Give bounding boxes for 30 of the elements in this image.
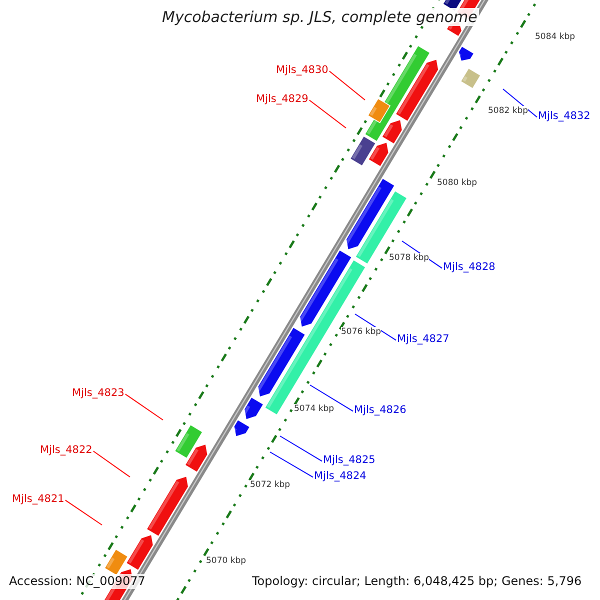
gene-label: Mjls_4825 [323,454,376,467]
scale-label: 5082 kbp [488,106,528,116]
gene-label: Mjls_4829 [256,93,308,106]
gene-label: Mjls_4827 [397,333,450,346]
gene-label: Mjls_4824 [314,470,366,483]
gene-label: Mjls_4821 [12,493,64,506]
leader-line [308,100,346,128]
leader-line [354,314,396,341]
gene-label: Mjls_4828 [443,261,496,274]
gene-label: Mjls_4823 [72,387,124,400]
scale-label: 5076 kbp [341,327,382,337]
gene-label: Mjls_4822 [40,444,92,457]
leader-line [502,88,538,118]
scale-label: 5078 kbp [389,253,430,263]
gene-label: Mjls_4826 [354,404,406,417]
leader-line [270,452,314,478]
leader-line [64,500,102,526]
scale-label: 5072 kbp [250,480,290,490]
scale-label: 5080 kbp [437,178,478,188]
leader-line [92,450,130,478]
leader-line [328,70,366,100]
scale-label: 5074 kbp [294,404,334,414]
leader-line [124,394,164,420]
gene-label: Mjls_4832 [538,110,590,123]
scale-label: 5084 kbp [535,32,576,42]
leader-line [280,436,322,462]
gene-label: Mjls_4830 [276,64,328,77]
scale-label: 5070 kbp [206,556,246,566]
leader-line [310,384,354,412]
genome-info-text: Topology: circular; Length: 6,048,425 bp; Genes: 5,796 [252,574,582,589]
